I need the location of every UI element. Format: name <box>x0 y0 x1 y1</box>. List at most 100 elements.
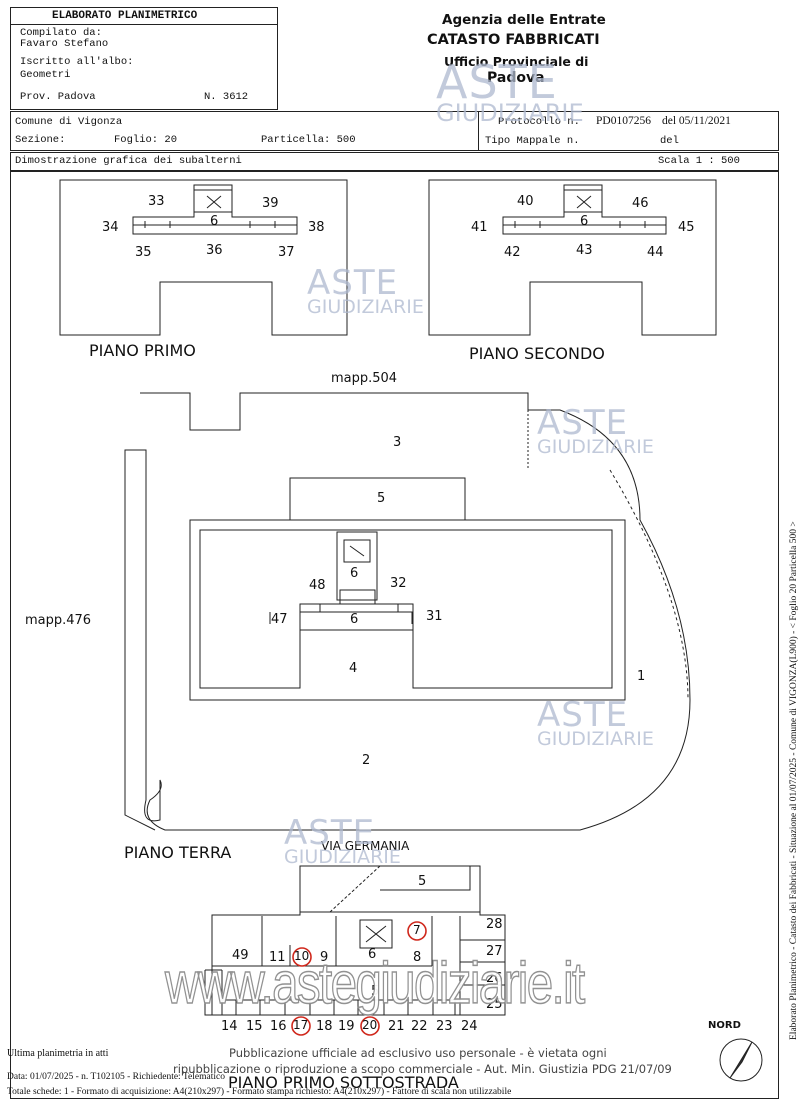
label-6-sotto: 6 <box>368 947 377 962</box>
sezione: Sezione: <box>15 134 66 146</box>
label-41: 41 <box>471 220 488 235</box>
compilato-label: Compilato da: <box>20 27 102 39</box>
side-note: Elaborato Planimetrico - Catasto dei Fab… <box>789 521 799 1040</box>
watermark-4: ASTE GIUDIZIARIE <box>537 695 654 750</box>
mapp-504: mapp.504 <box>331 371 398 386</box>
watermark-giudiziarie: GIUDIZIARIE <box>537 727 654 750</box>
label-20[interactable]: 20 <box>362 1018 378 1032</box>
watermark-5: ASTE GIUDIZIARIE <box>284 813 401 868</box>
piano-terra-title: PIANO TERRA <box>124 843 232 862</box>
label-32: 32 <box>390 576 407 591</box>
label-19: 19 <box>338 1019 355 1034</box>
label-31: 31 <box>426 609 443 624</box>
label-4: 4 <box>349 661 358 676</box>
piano-primo-title: PIANO PRIMO <box>89 341 196 360</box>
label-18: 18 <box>316 1019 333 1034</box>
footer-totale: Totale schede: 1 - Formato di acquisizio… <box>7 1087 512 1097</box>
compilato-name: Favaro Stefano <box>20 38 109 50</box>
watermark-giudiziarie: GIUDIZIARIE <box>436 99 584 128</box>
footer-ultima: Ultima planimetria in atti <box>7 1048 109 1059</box>
label-43: 43 <box>576 243 593 258</box>
label-21: 21 <box>388 1019 405 1034</box>
label-34: 34 <box>102 220 119 235</box>
label-15: 15 <box>246 1019 263 1034</box>
foglio: Foglio: 20 <box>114 134 178 146</box>
circle-sub-10 <box>292 947 312 967</box>
circle-sub-20 <box>360 1016 380 1036</box>
label-1: 1 <box>637 669 646 684</box>
label-3: 3 <box>393 435 402 450</box>
label-39: 39 <box>262 196 279 211</box>
label-16: 16 <box>270 1019 287 1034</box>
watermark-aste: ASTE <box>436 55 558 109</box>
label-49: 49 <box>232 948 249 963</box>
label-35: 35 <box>135 245 152 260</box>
label-5-terra: 5 <box>377 491 386 506</box>
watermark-2: ASTE GIUDIZIARIE <box>307 263 424 318</box>
label-5-sotto-top: 5 <box>418 874 427 889</box>
label-25: 25 <box>486 997 503 1012</box>
tipo-mappale-del: del <box>660 135 679 147</box>
watermark-aste: ASTE <box>284 813 376 853</box>
label-27: 27 <box>486 944 503 959</box>
watermark-giudiziarie: GIUDIZIARIE <box>307 295 424 318</box>
piano-secondo-outline <box>428 179 717 336</box>
label-10[interactable]: 10 <box>294 949 310 963</box>
province: Prov. Padova <box>20 91 96 103</box>
label-33: 33 <box>148 194 165 209</box>
label-7[interactable]: 7 <box>413 923 421 937</box>
watermark-3: ASTE GIUDIZIARIE <box>537 403 654 456</box>
scale-label: Scala 1 : 500 <box>658 155 740 167</box>
albo-label: Iscritto all'albo: <box>20 56 134 68</box>
label-40: 40 <box>517 194 534 209</box>
watermark-aste: ASTE <box>307 263 399 303</box>
protocollo-label: Protocollo n. <box>498 116 580 128</box>
label-14: 14 <box>221 1019 238 1034</box>
label-45: 45 <box>678 220 695 235</box>
catasto-title: CATASTO FABBRICATI <box>427 32 600 48</box>
piano-terra-sub5 <box>289 477 466 521</box>
watermark-giudiziarie: GIUDIZIARIE <box>284 845 401 868</box>
label-17[interactable]: 17 <box>293 1018 309 1032</box>
label-24: 24 <box>461 1019 478 1034</box>
footer-data: Data: 01/07/2025 - n. T102105 - Richiede… <box>7 1072 225 1082</box>
label-48: 48 <box>309 578 326 593</box>
registration-number: N. 3612 <box>204 91 249 103</box>
agency-name: Agenzia delle Entrate <box>442 12 606 28</box>
label-8: 8 <box>413 950 422 965</box>
piano-primo-outline <box>59 179 348 336</box>
label-23: 23 <box>436 1019 453 1034</box>
label-36: 36 <box>206 243 223 258</box>
particella: Particella: 500 <box>261 134 356 146</box>
watermark-aste: ASTE <box>537 403 629 443</box>
comune: Comune di Vigonza <box>15 116 123 128</box>
dimostrazione-label: Dimostrazione grafica dei subalterni <box>15 155 242 167</box>
header-box-divider <box>10 24 278 25</box>
header-box-title: ELABORATO PLANIMETRICO <box>52 10 198 22</box>
mapp-476: mapp.476 <box>25 613 92 628</box>
label-6-secondo: 6 <box>580 214 589 229</box>
watermark-aste: ASTE <box>537 695 629 735</box>
label-6-terra-stair: 6 <box>350 566 359 581</box>
north-arrow-circle <box>719 1038 763 1082</box>
watermark-url: www.astegiudiziarie.it <box>164 950 585 1017</box>
label-42: 42 <box>504 245 521 260</box>
via-germania: VIA GERMANIA <box>321 839 410 853</box>
ufficio-label: Ufficio Provinciale di <box>444 54 589 69</box>
label-2: 2 <box>362 753 371 768</box>
circle-sub-17 <box>291 1016 311 1036</box>
city-name: Padova <box>487 70 545 86</box>
info-row-box <box>10 111 779 151</box>
protocollo-value: PD0107256 <box>596 115 651 127</box>
piano-sottostrada-title: PIANO PRIMO SOTTOSTRADA <box>228 1073 459 1092</box>
watermark-header: ASTE GIUDIZIARIE <box>436 55 584 128</box>
label-22: 22 <box>411 1019 428 1034</box>
label-5-sotto: 5 <box>371 984 380 999</box>
label-38: 38 <box>308 220 325 235</box>
label-28: 28 <box>486 917 503 932</box>
albo-value: Geometri <box>20 69 71 81</box>
label-44: 44 <box>647 245 664 260</box>
piano-terra-stair <box>336 531 378 601</box>
label-46: 46 <box>632 196 649 211</box>
